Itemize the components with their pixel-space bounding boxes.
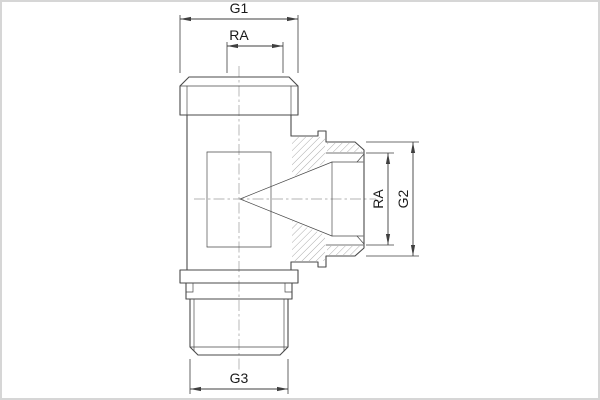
dim-label-ra-top: RA	[229, 27, 249, 43]
dimension-g3: G3	[189, 359, 289, 394]
dimension-g2: G2	[366, 141, 419, 257]
dimension-ra-top: RA	[226, 27, 284, 73]
branch-socket	[239, 130, 365, 268]
dim-label-ra-right: RA	[370, 189, 386, 209]
centerlines	[194, 66, 376, 370]
bottom-male-thread	[179, 269, 299, 356]
top-male-thread	[179, 76, 299, 116]
dim-label-g2: G2	[395, 189, 411, 208]
dim-label-g1: G1	[230, 2, 249, 16]
fitting-body	[186, 114, 292, 271]
dimension-ra-right: RA	[366, 152, 394, 246]
section-hatching	[292, 137, 362, 261]
dimension-g1: G1	[179, 2, 299, 73]
dim-label-g3: G3	[230, 370, 249, 386]
